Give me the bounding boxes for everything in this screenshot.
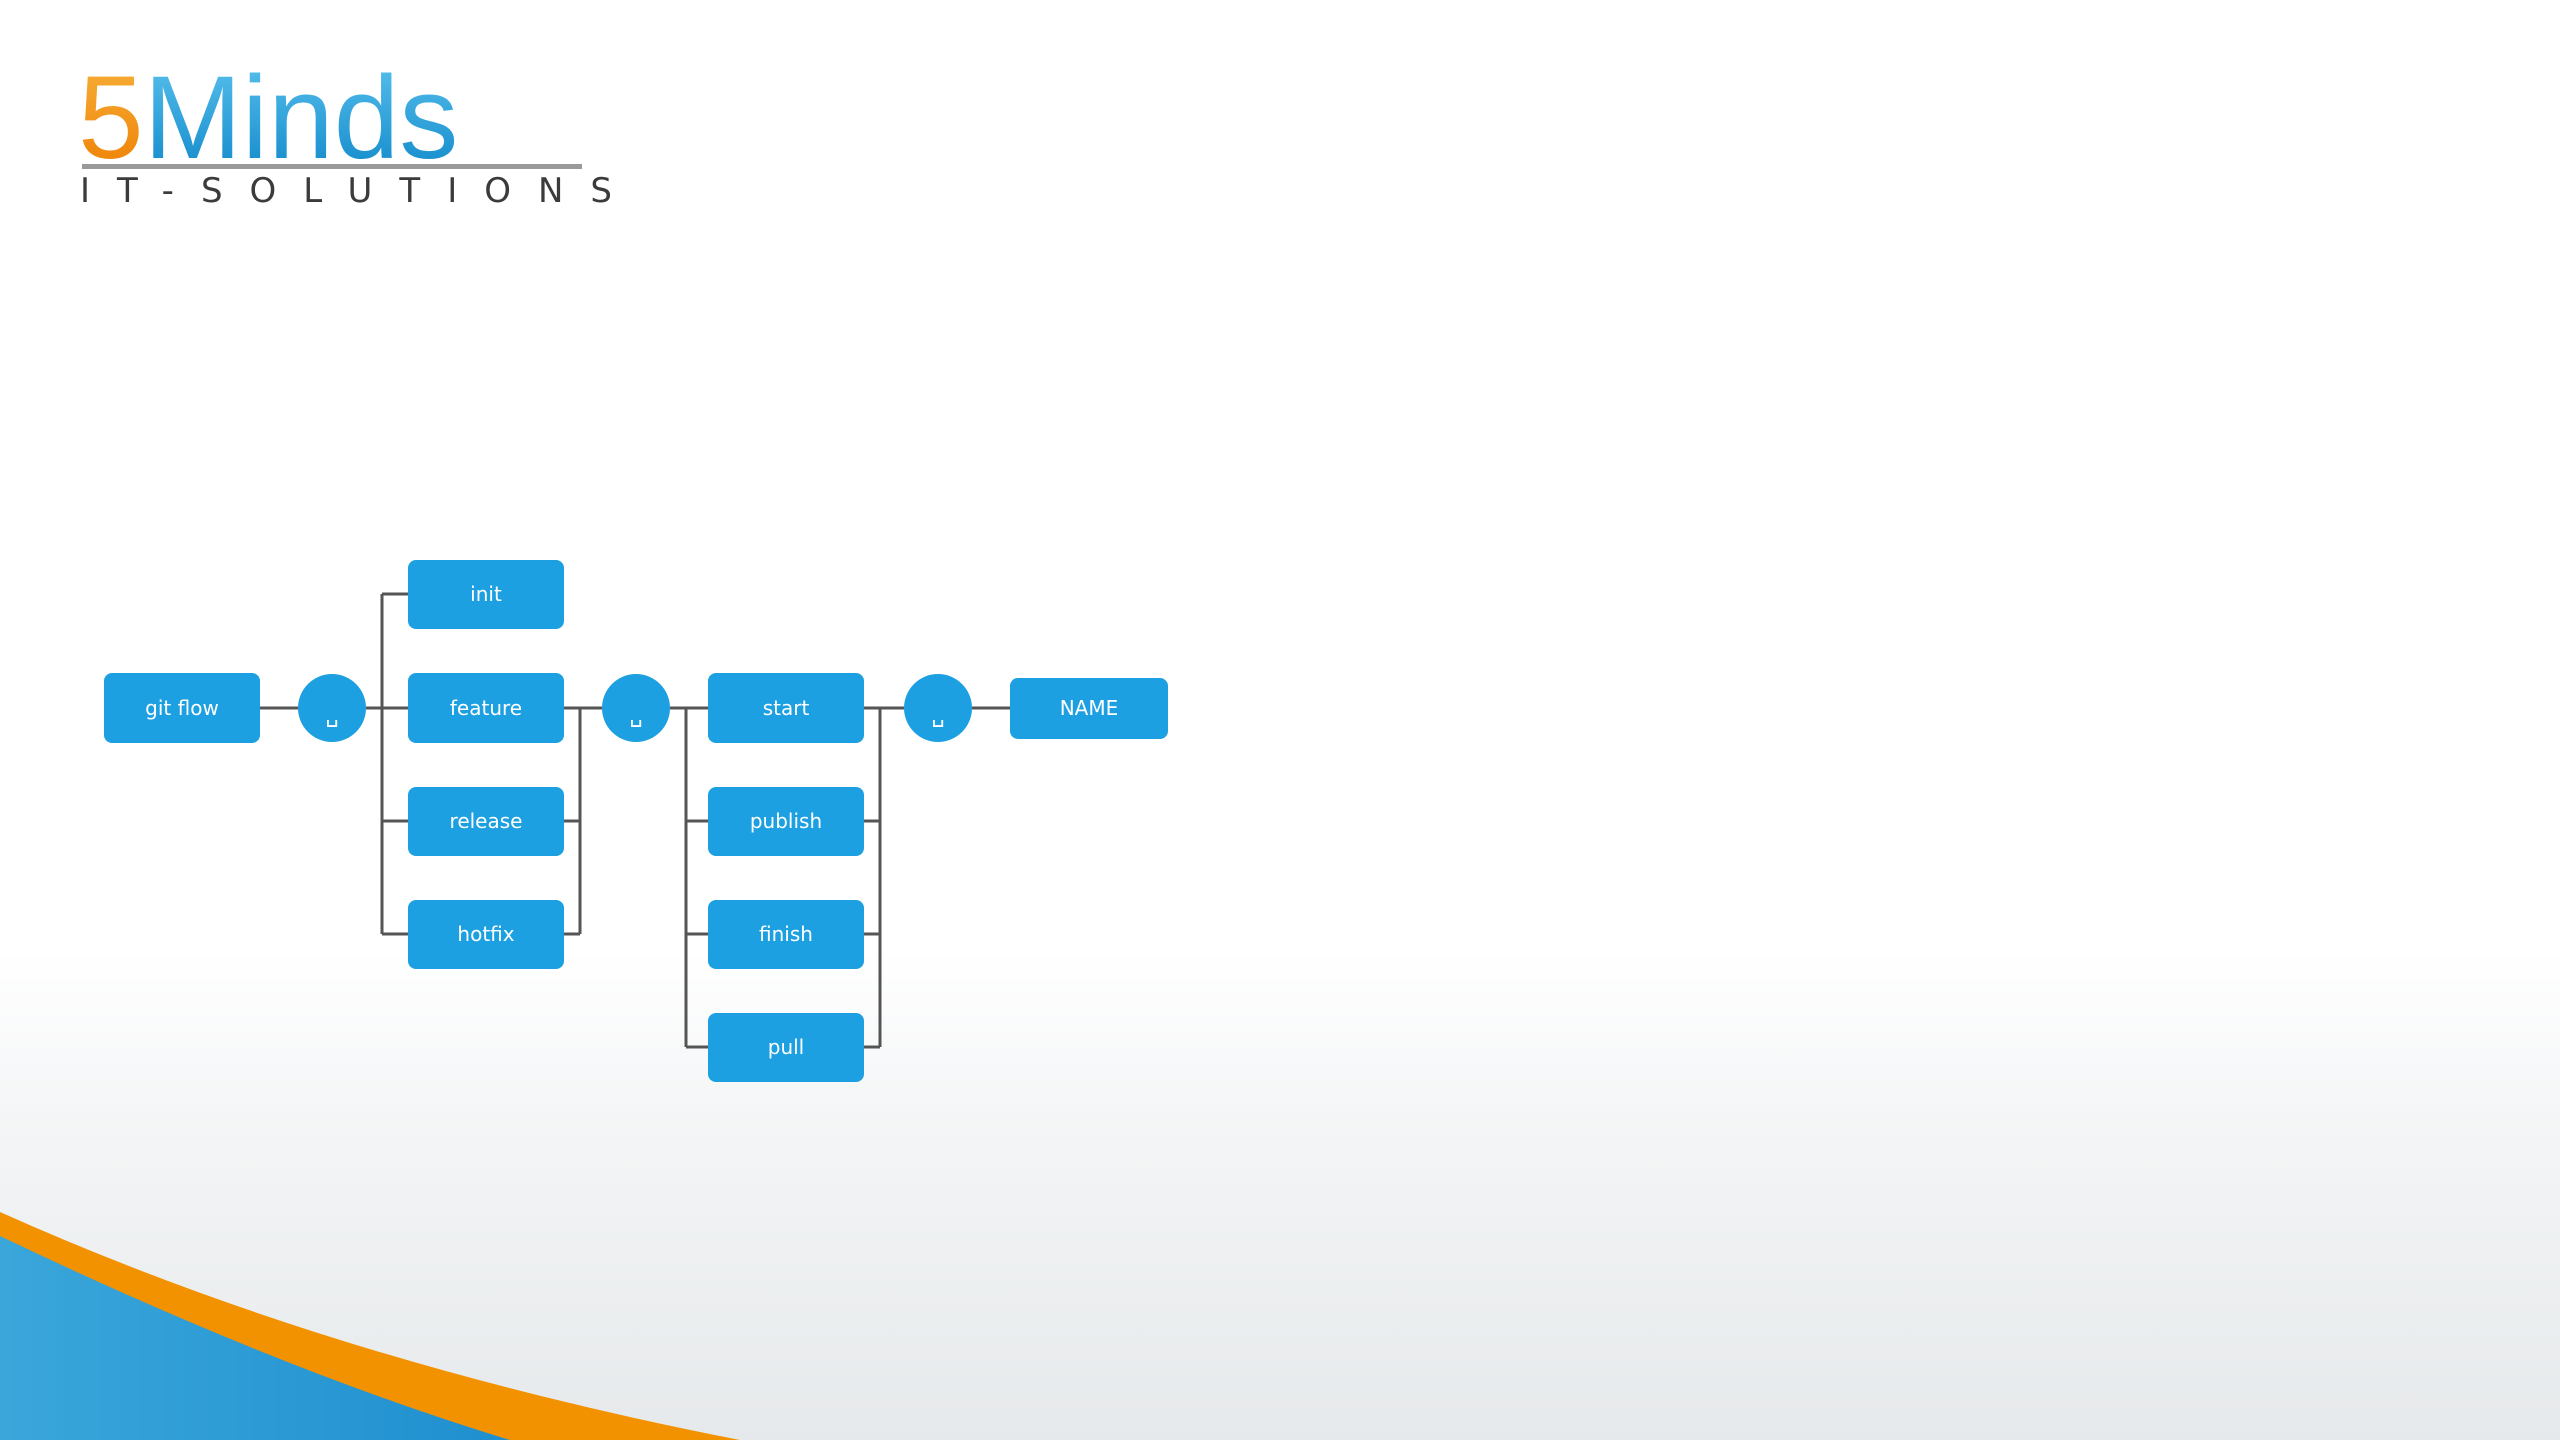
node-subcommand-label: feature	[450, 696, 522, 720]
node-command: git flow	[104, 673, 260, 743]
diagram-connectors	[260, 592, 1010, 1049]
node-subcommand-label: hotfix	[457, 922, 514, 946]
space-symbol: ␣	[629, 703, 642, 728]
node-action-label: publish	[750, 809, 822, 833]
node-action-publish: publish	[708, 787, 864, 856]
node-action-start: start	[708, 673, 864, 743]
node-action-label: pull	[768, 1035, 804, 1059]
logo-subtitle: IT-SOLUTIONS	[80, 171, 639, 211]
node-subcommand-label: release	[450, 809, 523, 833]
node-subcommand-release: release	[408, 787, 564, 856]
space-symbol: ␣	[325, 703, 338, 728]
logo-digit-text: 5	[78, 52, 144, 184]
space-node-3: ␣	[904, 674, 972, 742]
logo-word-text: Minds	[144, 52, 459, 184]
decorative-swoosh	[0, 1212, 740, 1440]
node-subcommand-hotfix: hotfix	[408, 900, 564, 969]
node-argument: NAME	[1010, 678, 1168, 739]
space-symbol: ␣	[931, 703, 944, 728]
node-action-pull: pull	[708, 1013, 864, 1082]
swoosh-blue	[0, 1236, 510, 1440]
node-command-label: git flow	[145, 696, 219, 720]
node-action-label: finish	[759, 922, 813, 946]
logo-divider	[82, 164, 582, 169]
node-action-finish: finish	[708, 900, 864, 969]
space-node-1: ␣	[298, 674, 366, 742]
company-logo: 5Minds IT-SOLUTIONS	[78, 52, 639, 211]
node-action-label: start	[763, 696, 810, 720]
space-node-2: ␣	[602, 674, 670, 742]
node-subcommand-feature: feature	[408, 673, 564, 743]
node-subcommand-init: init	[408, 560, 564, 629]
node-subcommand-label: init	[470, 582, 502, 606]
logo-digit: 5Minds	[78, 52, 458, 184]
node-argument-label: NAME	[1060, 696, 1119, 720]
